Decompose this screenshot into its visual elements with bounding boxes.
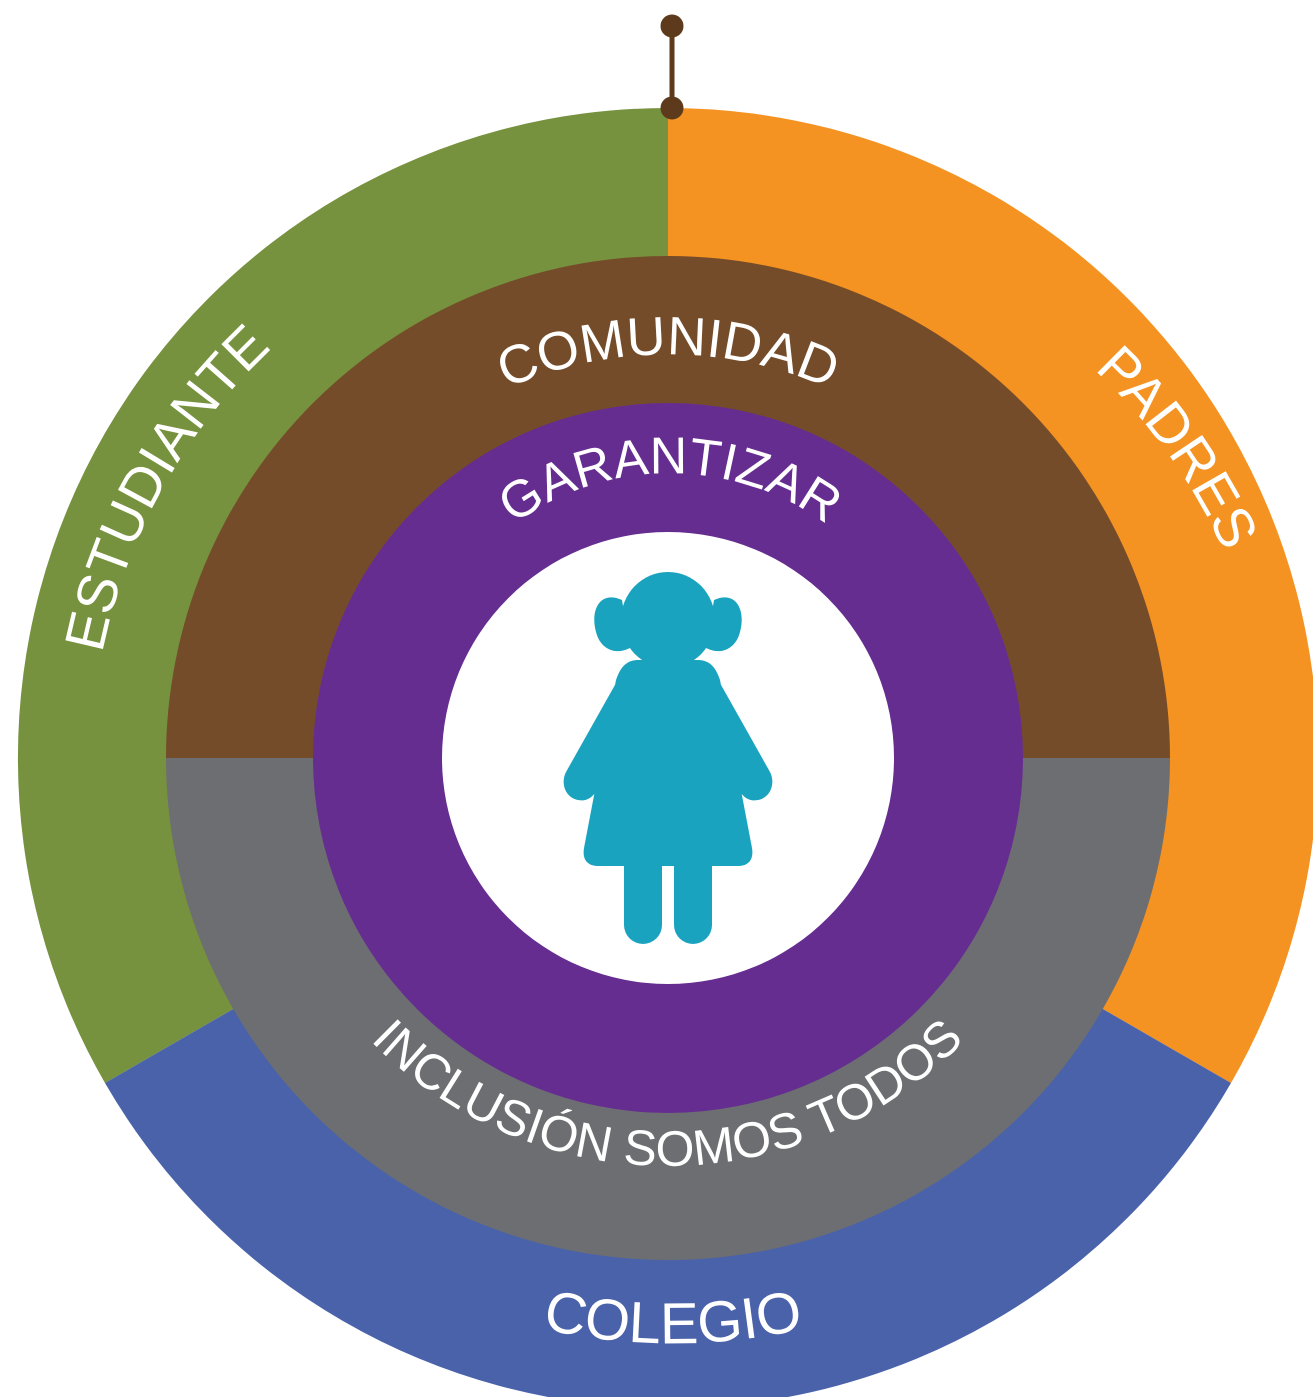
girl-head	[621, 572, 715, 668]
girl-pigtail-left	[594, 597, 630, 652]
girl-leg-left	[624, 848, 662, 944]
girl-arm-right	[694, 676, 773, 801]
girl-pigtail-right	[706, 597, 742, 652]
girl-arm-left	[563, 676, 642, 801]
girl-icon	[563, 572, 773, 944]
pin-top-dot	[660, 14, 684, 38]
girl-leg-right	[674, 848, 712, 944]
pin-bottom-dot	[660, 96, 684, 120]
pin-icon	[660, 14, 684, 120]
